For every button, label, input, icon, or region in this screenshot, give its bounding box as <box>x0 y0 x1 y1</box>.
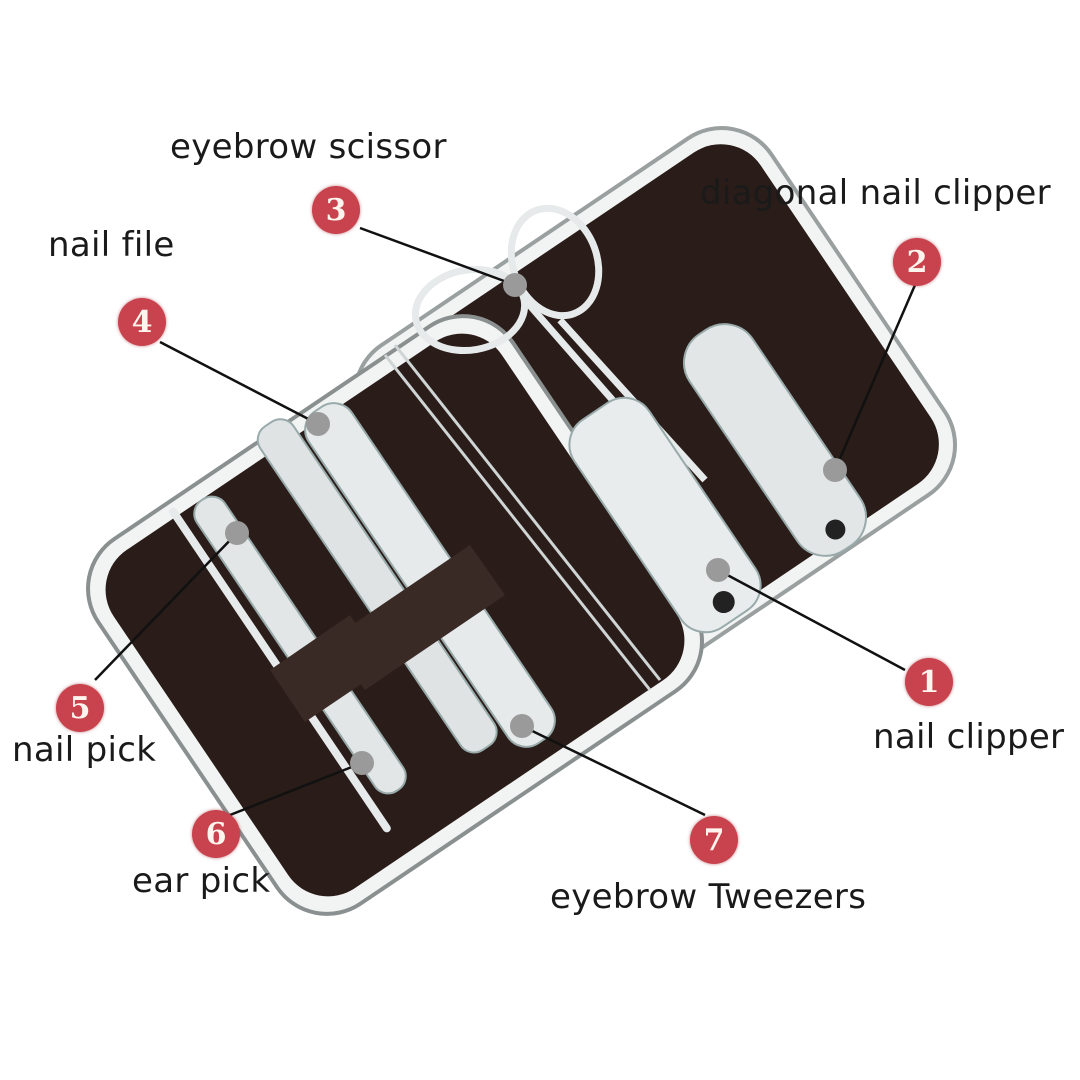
callout-badge-7: 7 <box>690 816 738 864</box>
label-nail-file: nail file <box>48 225 175 265</box>
callout-badge-1: 1 <box>905 658 953 706</box>
diagonal-nail-clipper-illustration <box>683 323 867 557</box>
case-hinge <box>383 344 662 691</box>
nail-pick-illustration <box>193 495 407 795</box>
callout-badge-6: 6 <box>192 810 240 858</box>
leader-lines <box>94 226 917 817</box>
label-eyebrow-tweezers: eyebrow Tweezers <box>550 877 867 917</box>
holding-straps <box>270 545 505 722</box>
label-nail-clipper: nail clipper <box>873 717 1065 757</box>
label-diagonal-nail-clipper: diagonal nail clipper <box>700 173 1051 213</box>
callout-badge-2: 2 <box>893 238 941 286</box>
callout-badge-4: 4 <box>118 298 166 346</box>
label-ear-pick: ear pick <box>132 861 271 901</box>
label-eyebrow-scissor: eyebrow scissor <box>170 127 447 167</box>
callout-badge-3: 3 <box>312 186 360 234</box>
anchor-dots <box>225 273 847 775</box>
callout-badge-5: 5 <box>56 684 104 732</box>
label-nail-pick: nail pick <box>12 730 157 770</box>
tweezers-illustration <box>256 418 498 754</box>
